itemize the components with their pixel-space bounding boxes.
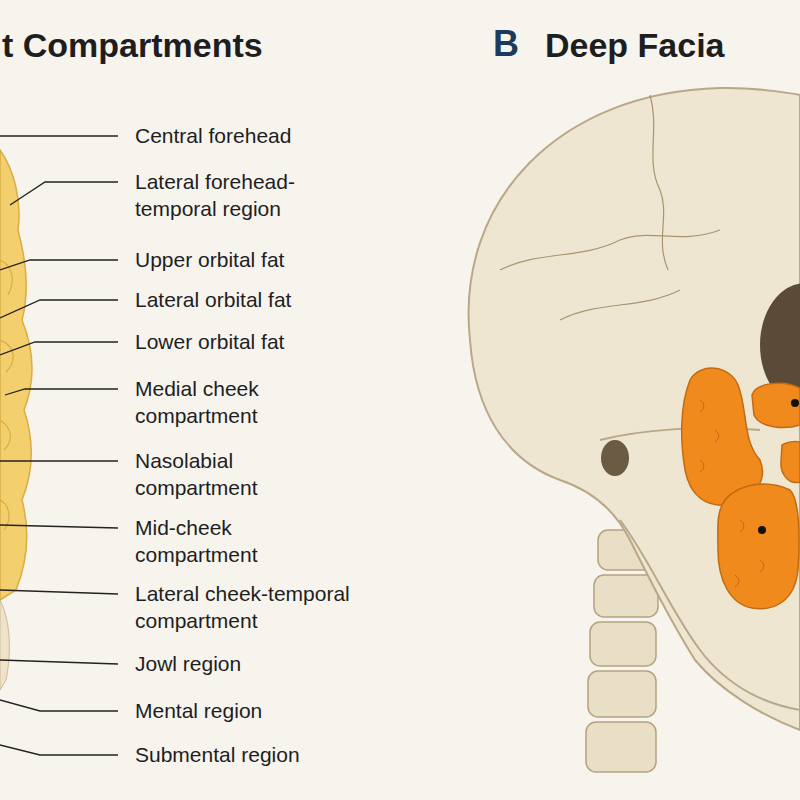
part-label: Lateral forehead-temporal region [135, 168, 345, 222]
leader-line [0, 342, 118, 355]
leader-line [0, 700, 118, 711]
suture [500, 95, 720, 320]
part-label: Central forehead [135, 122, 395, 149]
leader-line [0, 135, 118, 136]
fat-texture [700, 400, 764, 587]
fat-pad [718, 484, 799, 609]
part-label: Submental region [135, 741, 395, 768]
part-label: Mid-cheek compartment [135, 514, 335, 568]
part-label: Jowl region [135, 650, 395, 677]
part-label: Mental region [135, 697, 395, 724]
chin-skin [0, 600, 9, 690]
leader-line [5, 389, 118, 395]
part-label: Lateral orbital fat [135, 286, 395, 313]
vertebra [590, 622, 656, 666]
vertebra [588, 671, 656, 717]
vertebra [586, 722, 656, 772]
cranium [469, 88, 800, 730]
part-label: Lower orbital fat [135, 328, 395, 355]
leader-line [0, 300, 118, 318]
marker-dot [758, 526, 766, 534]
face-illustration [0, 150, 32, 690]
leader-line [0, 660, 118, 664]
leader-line [0, 525, 118, 528]
leader-lines [0, 136, 118, 755]
skull-illustration [469, 88, 800, 772]
fat-pad [752, 383, 800, 427]
leader-line [0, 460, 118, 461]
leader-line [0, 590, 118, 594]
marker-dot [791, 399, 799, 407]
part-label: Medial cheek compartment [135, 375, 335, 429]
fat-pad [781, 442, 800, 483]
part-label: Nasolabial compartment [135, 447, 335, 501]
part-label: Lateral cheek-temporal compartment [135, 580, 397, 634]
leader-line [0, 260, 118, 270]
panel-title: t Compartments [2, 25, 263, 65]
panel-letter: B [493, 24, 519, 64]
superficial-fat [0, 150, 32, 600]
panel-title: Deep Facia [545, 25, 725, 65]
deep-fat-pads [682, 368, 800, 609]
part-label: Upper orbital fat [135, 246, 395, 273]
ear-canal [601, 440, 629, 476]
leader-line [10, 182, 118, 205]
leader-line [0, 745, 118, 755]
vertebra [594, 575, 658, 617]
